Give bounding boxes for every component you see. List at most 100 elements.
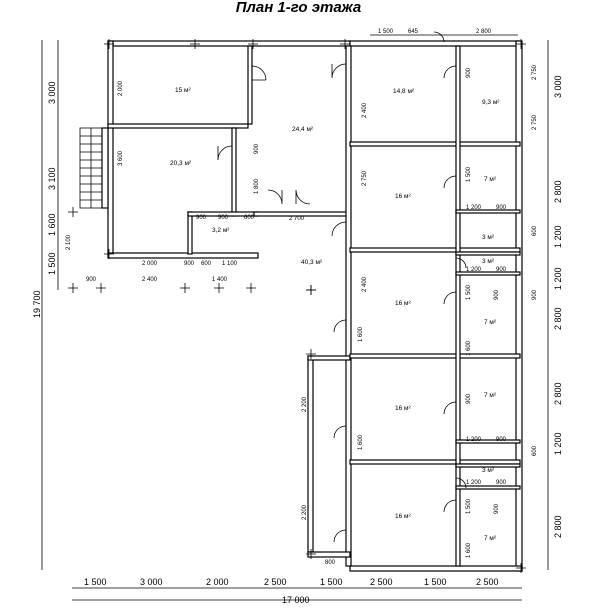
dim-bottom: 1 500 (84, 577, 107, 587)
area-label: 3 м² (482, 467, 495, 474)
area-label: 7 м² (484, 319, 497, 326)
dim-inner: 900 (496, 437, 507, 443)
dim-inner: 600 (532, 225, 538, 236)
dim-left: 3 100 (47, 167, 57, 190)
dim-bottom: 1 500 (320, 577, 343, 587)
wall-wc-1a (455, 209, 521, 214)
wall-room-div-2 (349, 247, 521, 253)
dim-inner: 2 200 (302, 396, 308, 412)
dim-inner: 1 500 (466, 498, 472, 514)
dim-total-width: 17 000 (282, 595, 310, 605)
dim-right: 1 200 (553, 267, 563, 290)
wall-right-outer (515, 40, 523, 572)
doors (217, 31, 467, 543)
wall-3-2-box-v (187, 211, 193, 255)
dim-inner: 900 (86, 277, 97, 283)
wall-wc-3a (455, 439, 521, 444)
wall-lobby-top (307, 355, 351, 361)
room-areas: 15 м² 24,4 м² 20,3 м² 3,2 м² 40,3 м² 14,… (170, 87, 500, 542)
dim-inner: 2 400 (142, 277, 158, 283)
dim-left: 1 600 (47, 213, 57, 236)
dim-right: 2 800 (553, 382, 563, 405)
right-dimensions: 3 000 2 800 1 200 1 200 2 800 2 800 1 20… (553, 75, 563, 538)
dim-inner: 2 100 (66, 234, 72, 250)
dim-right: 1 200 (553, 225, 563, 248)
dim-right: 2 800 (553, 307, 563, 330)
dim-bottom: 1 500 (424, 577, 447, 587)
area-label: 20,3 м² (170, 160, 192, 167)
wall-corridor-inner-left (345, 45, 352, 567)
dim-left: 3 000 (47, 81, 57, 104)
wall-left-bath-bottom (107, 252, 259, 259)
dim-bottom: 2 000 (206, 577, 229, 587)
dim-inner: 1 200 (466, 437, 482, 443)
dim-inner: 2 750 (532, 114, 538, 130)
dim-inner: 1 500 (466, 166, 472, 182)
dim-inner: 900 (184, 261, 195, 267)
inner-dimensions: 2 000 3 600 900 1 800 2 700 2 000 900 60… (66, 64, 538, 566)
wall-wc-3b (455, 463, 521, 468)
wall-wc-2 (455, 271, 521, 276)
dim-inner: 1 600 (466, 340, 472, 356)
dim-inner: 1 200 (466, 205, 482, 211)
dim-inner: 900 (196, 215, 207, 221)
dim-bottom: 2 500 (370, 577, 393, 587)
dim-left: 1 500 (47, 252, 57, 275)
area-label: 16 м² (395, 513, 412, 520)
wall-room-div-1 (349, 141, 521, 147)
wall-left-mid (107, 123, 249, 129)
area-label: 3 м² (482, 234, 495, 241)
dim-right: 2 800 (553, 180, 563, 203)
dimension-lines (41, 34, 549, 601)
dim-top: 645 (408, 29, 419, 35)
column-marker (306, 285, 316, 295)
dim-inner: 900 (496, 480, 507, 486)
dim-bottom: 2 500 (476, 577, 499, 587)
dim-inner: 2 000 (142, 261, 158, 267)
area-label: 7 м² (484, 176, 497, 183)
dim-inner: 1 800 (254, 178, 260, 194)
area-label: 3,2 м² (212, 227, 230, 234)
bottom-dimensions: 1 500 3 000 2 000 2 500 1 500 2 500 1 50… (84, 577, 499, 605)
dim-inner: 900 (496, 205, 507, 211)
area-label: 15 м² (175, 87, 192, 94)
dim-inner: 2 000 (118, 80, 124, 96)
wall-bath-col (455, 45, 461, 567)
dim-inner: 1 600 (358, 326, 364, 342)
dim-right: 1 200 (553, 432, 563, 455)
staircase (79, 127, 103, 209)
wall-right-bottom (349, 565, 523, 572)
dim-bottom: 2 500 (264, 577, 287, 587)
dim-inner: 2 750 (532, 64, 538, 80)
dim-inner: 2 400 (362, 102, 368, 118)
dim-inner: 2 700 (289, 216, 305, 222)
dim-inner: 2 200 (302, 504, 308, 520)
dim-inner: 900 (494, 289, 500, 300)
area-label: 16 м² (395, 300, 412, 307)
dim-inner: 1 100 (222, 261, 238, 267)
dim-total-height: 19 700 (32, 290, 42, 318)
dim-inner: 1 500 (466, 284, 472, 300)
top-dimensions: 1 500 645 2 800 (378, 29, 492, 35)
left-dimensions: 3 000 3 100 1 600 1 500 19 700 (32, 81, 57, 318)
dim-inner: 900 (218, 215, 229, 221)
dim-inner: 1 600 (358, 434, 364, 450)
dim-right: 3 000 (553, 75, 563, 98)
dim-inner: 3 600 (118, 150, 124, 166)
dim-right: 2 800 (553, 515, 563, 538)
wall-partition-v1 (247, 45, 253, 125)
wall-room-div-3 (349, 353, 521, 359)
area-label: 24,4 м² (292, 126, 314, 133)
dim-inner: 1 200 (466, 480, 482, 486)
wall-partition-v2 (231, 127, 237, 217)
area-label: 16 м² (395, 193, 412, 200)
dim-inner: 800 (325, 560, 336, 566)
dim-inner: 900 (466, 393, 472, 404)
dim-inner: 600 (244, 215, 255, 221)
area-label: 7 м² (484, 535, 497, 542)
area-label: 9,3 м² (482, 99, 500, 106)
dim-inner: 2 750 (362, 170, 368, 186)
dim-bottom: 3 000 (140, 577, 163, 587)
dim-inner: 900 (532, 289, 538, 300)
